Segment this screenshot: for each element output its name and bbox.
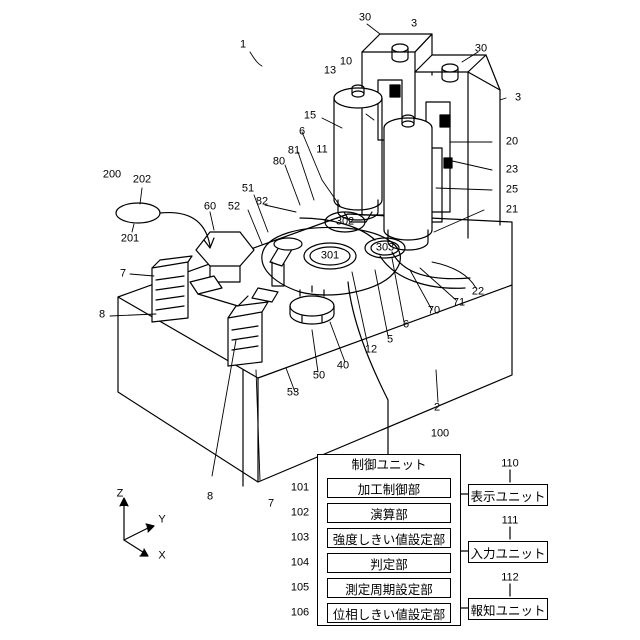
control-item-ref-102: 102 (291, 508, 309, 519)
ref-numeral: 51 (242, 184, 254, 195)
external-unit-112: 報知ユニット (468, 598, 548, 620)
ref-numeral: 5 (387, 335, 393, 346)
ref-numeral: 7 (120, 269, 126, 280)
ref-numeral: 301 (321, 251, 339, 262)
control-item-101: 加工制御部 (327, 478, 451, 498)
ref-numeral: 6 (299, 127, 305, 138)
external-unit-ref-111: 111 (502, 516, 519, 527)
external-unit-ref-112: 112 (501, 573, 519, 584)
ref-numeral: 21 (506, 205, 518, 216)
control-item-ref-104: 104 (291, 558, 309, 569)
ref-numeral: 50 (313, 371, 325, 382)
external-unit-111: 入力ユニット (468, 541, 548, 563)
ref-numeral: 13 (324, 66, 336, 77)
ref-numeral: 20 (506, 137, 518, 148)
ref-numeral: 82 (256, 197, 268, 208)
ref-numeral: 100 (431, 429, 449, 440)
ref-numeral: 53 (287, 388, 299, 399)
control-item-103: 強度しきい値設定部 (327, 528, 451, 548)
ref-numeral: 2 (434, 403, 440, 414)
axis-label-y: Y (158, 515, 165, 526)
ref-numeral: 303 (376, 243, 394, 254)
ref-numeral: 8 (207, 492, 213, 503)
ref-numeral: 302 (336, 217, 354, 228)
control-unit-title: 制御ユニット (317, 458, 461, 472)
ref-numeral: 200 (103, 170, 121, 181)
ref-numeral: 11 (316, 145, 327, 156)
external-unit-110: 表示ユニット (468, 484, 548, 506)
ref-numeral: 52 (228, 202, 240, 213)
ref-numeral: 10 (340, 57, 352, 68)
ref-numeral: 7 (268, 499, 274, 510)
control-item-ref-101: 101 (291, 483, 309, 494)
axis-label-z: Z (117, 489, 124, 500)
spindle-unit-left (334, 85, 382, 222)
ref-numeral: 22 (472, 287, 484, 298)
ref-numeral: 30 (475, 44, 487, 55)
ref-numeral: 30 (359, 13, 371, 24)
ref-numeral: 8 (99, 310, 105, 321)
control-item-ref-103: 103 (291, 533, 309, 544)
control-item-ref-105: 105 (291, 583, 309, 594)
external-unit-ref-110: 110 (501, 459, 519, 470)
control-item-105: 測定周期設定部 (327, 578, 451, 598)
ref-numeral: 71 (453, 298, 465, 309)
ref-numeral: 1 (240, 40, 246, 51)
ref-numeral: 70 (428, 306, 440, 317)
axis-indicator (120, 498, 154, 556)
cassette-left (152, 256, 192, 322)
ref-numeral: 80 (273, 157, 285, 168)
ref-numeral: 3 (411, 19, 417, 30)
control-item-104: 判定部 (327, 553, 451, 573)
ref-numeral: 15 (304, 111, 316, 122)
ref-numeral: 202 (133, 175, 151, 186)
ref-numeral: 40 (337, 361, 349, 372)
ref-numeral: 6 (403, 320, 409, 331)
ref-numeral: 25 (506, 185, 518, 196)
control-item-102: 演算部 (327, 503, 451, 523)
control-item-ref-106: 106 (291, 608, 309, 619)
ref-numeral: 81 (288, 146, 300, 157)
ref-numeral: 60 (204, 202, 216, 213)
ref-numeral: 12 (365, 345, 377, 356)
ref-numeral: 201 (121, 234, 139, 245)
ref-numeral: 3 (515, 93, 521, 104)
control-item-106: 位相しきい値設定部 (327, 603, 451, 623)
ref-numeral: 23 (506, 165, 518, 176)
axis-label-x: X (158, 551, 165, 562)
